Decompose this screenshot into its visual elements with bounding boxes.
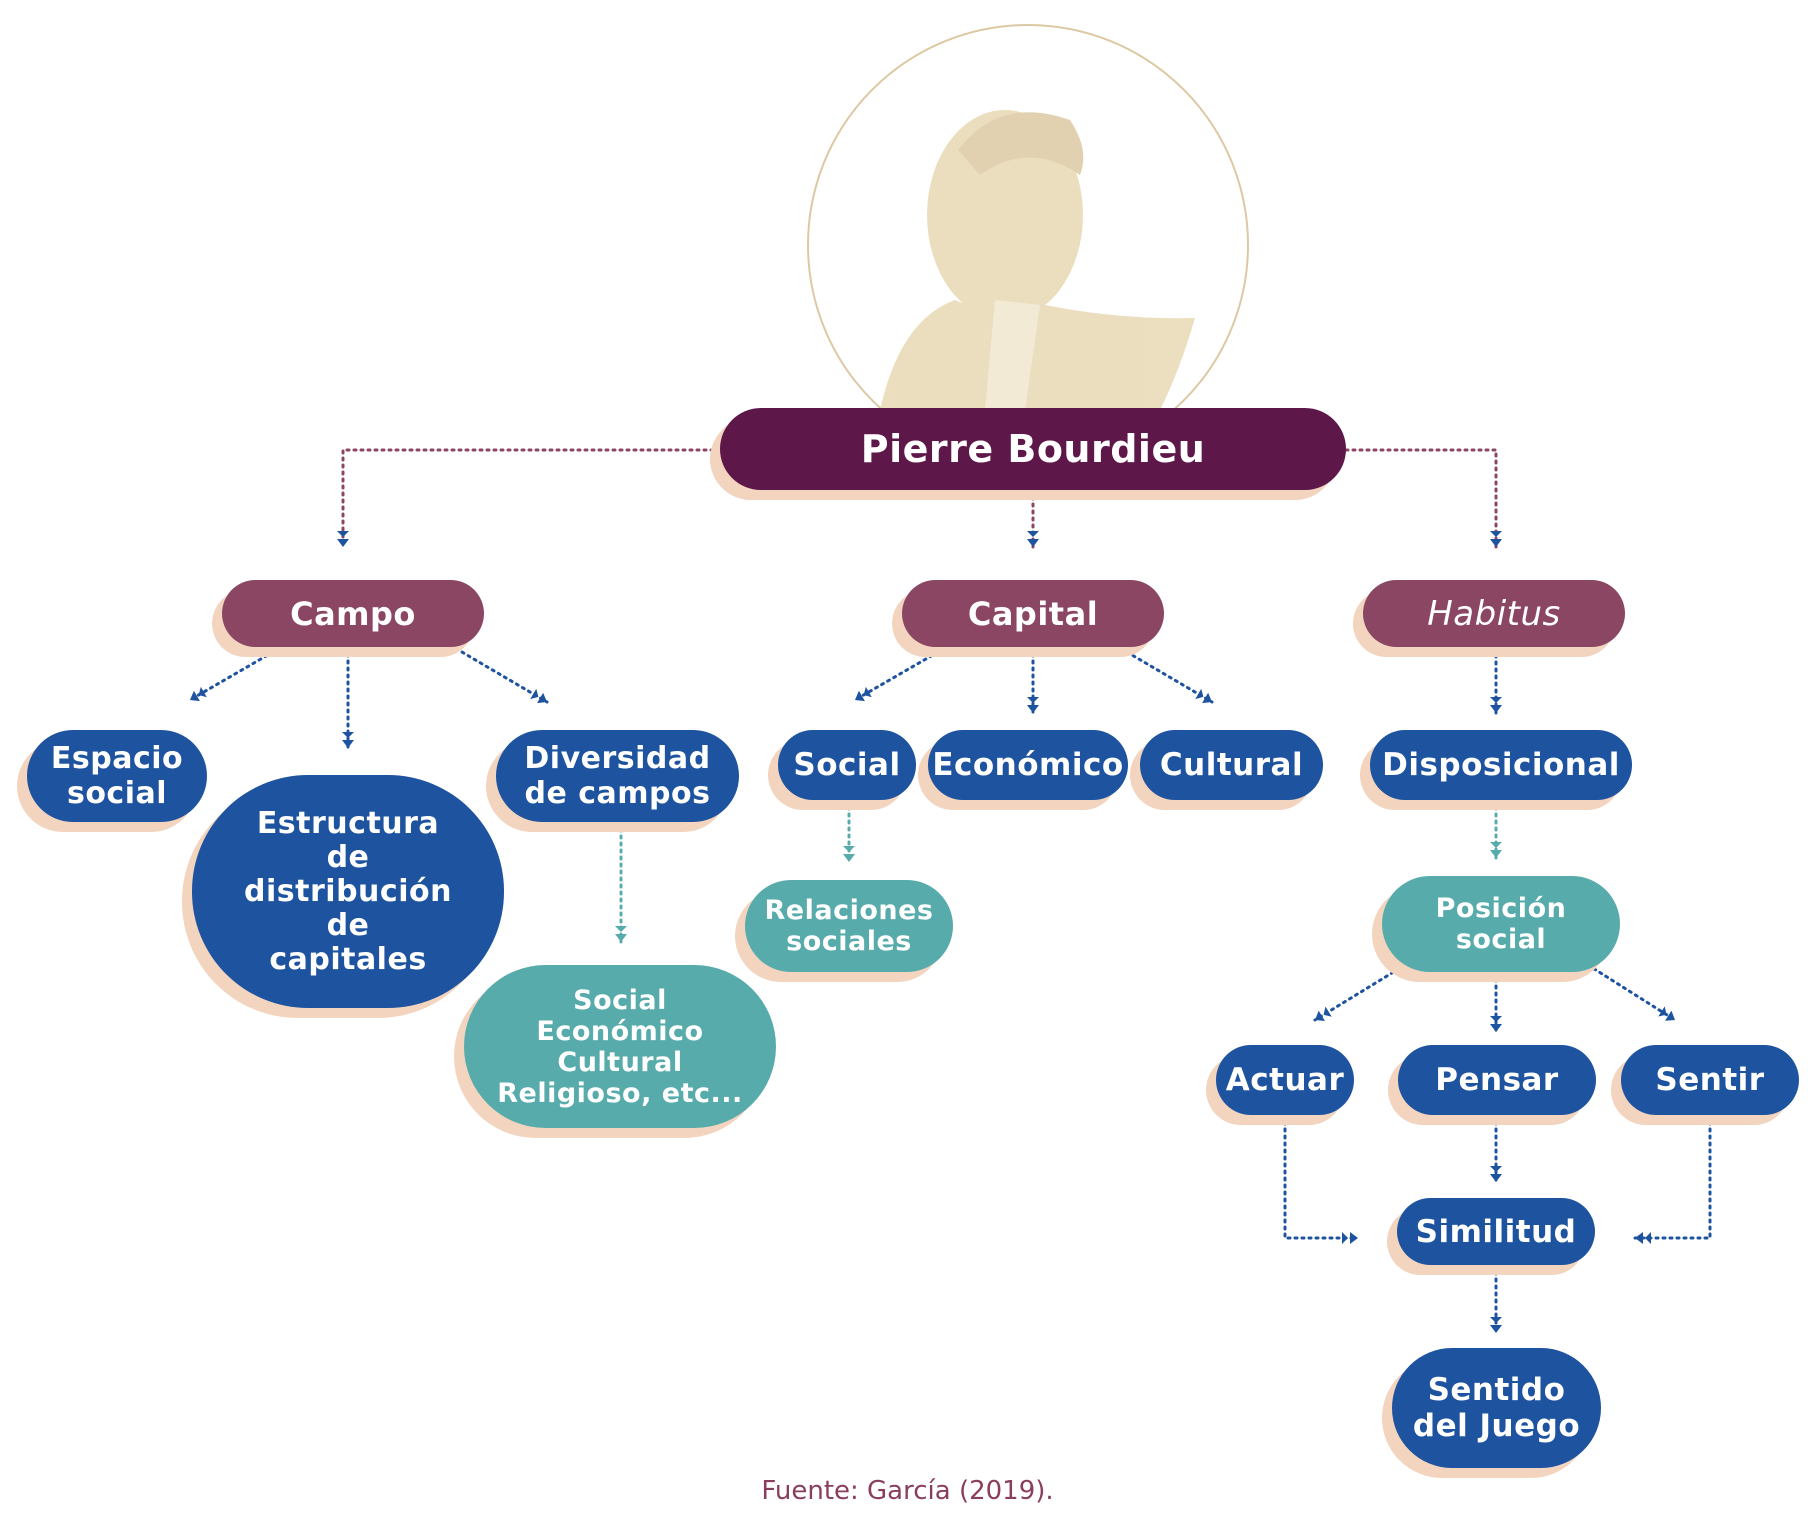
node-actuar: Actuar [1216, 1045, 1354, 1115]
connector-root-campo [337, 448, 722, 549]
connector-actuar-similitud [1283, 1113, 1360, 1244]
node-disposicional: Disposicional [1370, 730, 1632, 800]
node-diversidad-campos: Diversidad de campos [496, 730, 739, 822]
node-pensar: Pensar [1398, 1045, 1596, 1115]
connector-capital-cultural [1113, 643, 1214, 704]
node-pierre-bourdieu: Pierre Bourdieu [720, 408, 1346, 490]
node-capital-social: Social [778, 730, 916, 800]
node-habitus: Habitus [1363, 580, 1625, 647]
node-tipos-de-campos: Social Económico Cultural Religioso, etc… [464, 965, 776, 1128]
connector-capital-social [853, 643, 952, 702]
connector-root-habitus [1344, 448, 1502, 549]
node-sentir: Sentir [1621, 1045, 1799, 1115]
connector-posicion-sentir [1586, 963, 1677, 1022]
node-similitud: Similitud [1397, 1198, 1595, 1265]
node-campo: Campo [222, 580, 484, 647]
node-relaciones-sociales: Relaciones sociales [745, 880, 953, 972]
node-sentido-del-juego: Sentido del Juego [1392, 1348, 1601, 1468]
node-capital-cultural: Cultural [1140, 730, 1323, 800]
node-capital: Capital [902, 580, 1164, 647]
portrait-figure [880, 110, 1195, 410]
connector-sentir-similitud [1633, 1113, 1712, 1244]
node-capital-economico: Económico [928, 730, 1128, 800]
node-posicion-social: Posición social [1382, 876, 1620, 972]
connector-campo-espacio [188, 643, 287, 702]
node-espacio-social: Espacio social [27, 730, 207, 822]
connector-campo-diversidad [448, 643, 549, 704]
node-estructura-distribucion: Estructura de distribución de capitales [192, 775, 504, 1008]
source-caption: Fuente: García (2019). [761, 1476, 1054, 1506]
